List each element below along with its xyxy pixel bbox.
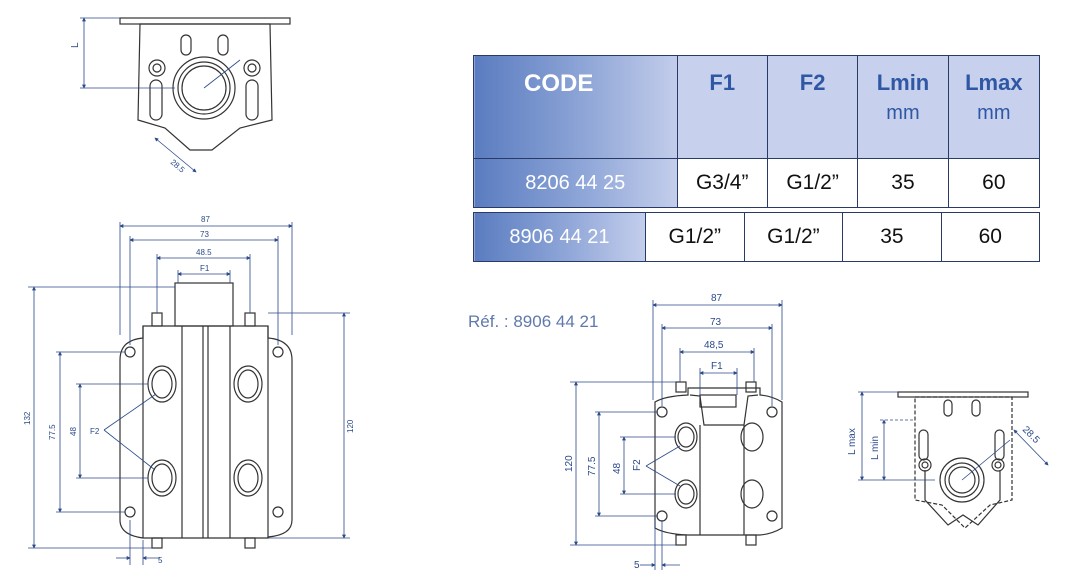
dim-48-right: 48 xyxy=(612,462,623,474)
dim-48-5-right: 48,5 xyxy=(704,340,724,351)
dim-120-right: 120 xyxy=(564,455,575,472)
dim-5-right: 5 xyxy=(634,560,640,571)
dim-73-left: 73 xyxy=(200,230,209,239)
left-front-view xyxy=(119,282,293,549)
dim-5-left: 5 xyxy=(158,556,163,565)
spec-table-row-2: 8906 44 21 G1/2” G1/2” 35 60 xyxy=(473,212,1041,262)
header-f1: F1 xyxy=(676,55,768,159)
cell-code: 8206 44 25 xyxy=(473,158,678,208)
dim-F1-right: F1 xyxy=(711,361,723,372)
cell-lmin: 35 xyxy=(857,158,949,208)
cell-lmax: 60 xyxy=(940,212,1041,262)
dim-48-5-left: 48.5 xyxy=(196,248,212,257)
dim-73-right: 73 xyxy=(710,317,722,328)
reference-label: Réf. : 8906 44 21 xyxy=(468,312,599,331)
dim-87-left: 87 xyxy=(201,215,210,224)
cell-lmin: 35 xyxy=(842,212,942,262)
dim-28-5-left: 28.5 xyxy=(169,158,187,175)
dim-120-left: 120 xyxy=(346,419,355,433)
dim-Lmax: L max xyxy=(847,428,858,455)
dim-28-5-right: 28.5 xyxy=(1020,424,1042,446)
header-lmax: Lmax mm xyxy=(947,55,1041,159)
dim-F2-right: F2 xyxy=(632,459,643,471)
cell-f1: G1/2” xyxy=(644,212,745,262)
cell-f2: G1/2” xyxy=(766,158,859,208)
header-f2: F2 xyxy=(766,55,859,159)
dim-132-left: 132 xyxy=(23,411,32,425)
dim-77-5-left: 77.5 xyxy=(48,424,57,440)
cell-f2: G1/2” xyxy=(743,212,844,262)
dim-77-5-right: 77.5 xyxy=(587,456,598,476)
dim-87-right: 87 xyxy=(711,293,723,304)
dim-Lmin: L min xyxy=(870,436,881,460)
table-row: 8206 44 25 G3/4” G1/2” 35 60 xyxy=(473,158,1041,208)
left-top-view xyxy=(119,17,291,151)
right-top-view xyxy=(897,391,1029,529)
cell-f1: G3/4” xyxy=(676,158,768,208)
dim-F2-left: F2 xyxy=(90,427,100,436)
dim-48-left: 48 xyxy=(69,427,78,436)
cell-lmax: 60 xyxy=(947,158,1041,208)
cell-code: 8906 44 21 xyxy=(473,212,646,262)
spec-table-header: CODE F1 F2 Lmin mm Lmax mm 8206 44 25 G3… xyxy=(473,55,1041,208)
table-row: 8906 44 21 G1/2” G1/2” 35 60 xyxy=(473,212,1041,262)
header-code: CODE xyxy=(473,55,678,159)
dim-L-left: L xyxy=(70,42,81,48)
header-lmin: Lmin mm xyxy=(857,55,949,159)
right-front-view xyxy=(654,381,783,546)
dim-F1-left: F1 xyxy=(200,264,210,273)
